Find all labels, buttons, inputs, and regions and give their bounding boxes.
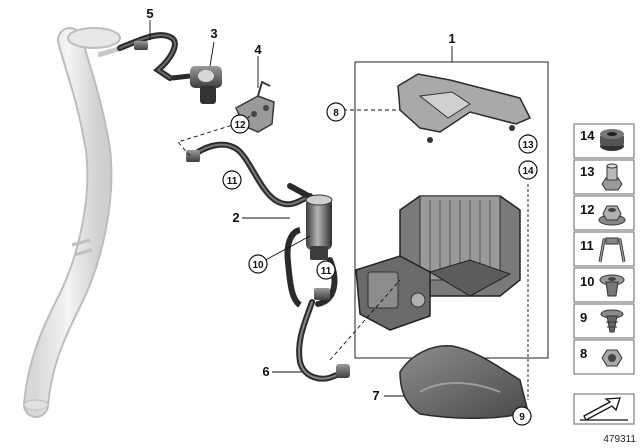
svg-text:10: 10 [580,274,594,289]
svg-text:14: 14 [580,128,595,143]
legend-item-12[interactable]: 12 [573,195,635,231]
callout-8-circle: 8 [326,102,346,122]
hex-collar-nut-icon [601,163,623,191]
parts-legend: 14 13 12 [573,123,635,425]
svg-text:11: 11 [580,238,594,253]
heat-shield-part-7 [399,345,529,420]
svg-text:14: 14 [522,166,534,177]
legend-item-11[interactable]: 11 [573,231,635,267]
callout-14-circle: 14 [518,160,538,180]
callout-3: 3 [210,26,217,41]
hose-part-6 [296,299,350,382]
mounting-bracket [397,73,532,143]
arrow-icon [580,397,628,421]
svg-text:11: 11 [321,266,332,277]
callout-11-circle-lower: 11 [316,260,336,280]
valve-part-3 [171,66,222,104]
nav-arrow-button[interactable] [573,393,635,425]
expansion-rivet-icon [599,274,625,297]
legend-item-8[interactable]: 8 [573,339,635,375]
legend-item-13[interactable]: 13 [573,159,635,195]
legend-item-9[interactable]: 9 [573,303,635,339]
svg-text:8: 8 [333,108,339,119]
svg-text:12: 12 [234,120,246,131]
svg-text:8: 8 [580,346,587,361]
push-clip-icon [600,309,624,333]
callout-4: 4 [254,42,262,57]
document-id: 479311 [603,434,636,445]
callout-12-circle: 12 [230,114,250,134]
svg-text:9: 9 [580,310,587,325]
hex-nut-icon [601,349,623,367]
callout-9-circle: 9 [512,406,532,426]
callout-6: 6 [262,364,269,379]
callout-5: 5 [146,6,153,21]
flange-nut-icon [598,205,626,226]
callout-1: 1 [448,31,455,46]
legend-item-14[interactable]: 14 [573,123,635,159]
air-compressor [355,195,521,331]
callout-7: 7 [372,388,379,403]
callout-2: 2 [232,210,239,225]
svg-text:12: 12 [580,202,594,217]
callout-10-circle: 10 [248,254,268,274]
callout-13-circle: 13 [518,134,538,154]
callout-11-circle-upper: 11 [222,170,242,190]
assembly-frame-part-1 [354,46,549,359]
fuel-filler-neck [23,27,123,418]
hose-part-5 [117,32,178,81]
svg-text:13: 13 [580,164,594,179]
svg-text:11: 11 [227,176,238,187]
svg-text:13: 13 [522,140,534,151]
svg-text:9: 9 [519,412,525,423]
svg-text:10: 10 [252,260,264,271]
grommet-icon [600,129,624,151]
hose-part-11-upper [186,141,313,208]
filter-part-2 [284,183,333,308]
hose-clip-icon [598,237,626,263]
legend-item-10[interactable]: 10 [573,267,635,303]
